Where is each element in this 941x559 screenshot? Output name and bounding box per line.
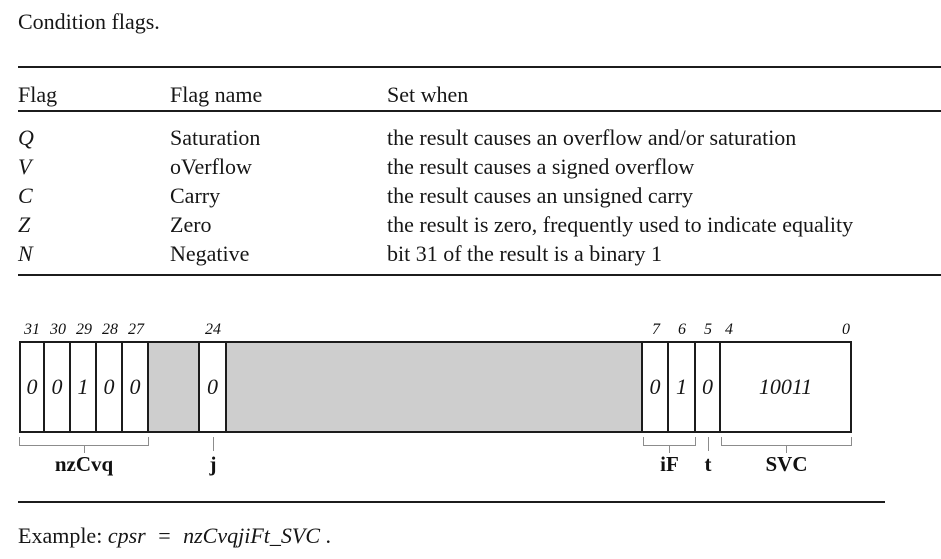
example-period: . — [325, 523, 332, 548]
bit-cell-24: 0 — [200, 343, 227, 431]
cpsr-register-diagram: 0 0 1 0 0 0 0 1 0 10011 — [19, 341, 852, 433]
header-flag: Flag — [18, 82, 58, 107]
example-lhs: cpsr — [107, 523, 146, 548]
field-label-svc: SVC — [765, 452, 808, 476]
bracket-if — [643, 437, 696, 446]
bit-number-31: 31 — [24, 321, 40, 338]
flag-set-when: the result causes an overflow and/or sat… — [387, 125, 797, 150]
flag-letter: C — [18, 183, 33, 208]
reserved-field — [149, 343, 200, 431]
example-rhs: nzCvqjiFt_SVC — [183, 523, 321, 548]
bit-cell-28: 0 — [97, 343, 123, 431]
bit-number-4: 4 — [725, 321, 733, 338]
table-bottom-rule — [18, 274, 941, 276]
bracket-svc — [721, 437, 852, 446]
mode-field-cell: 10011 — [758, 374, 813, 399]
bit-number-28: 28 — [102, 321, 118, 338]
example-prefix: Example: — [18, 523, 103, 548]
bit-number-7: 7 — [652, 321, 660, 338]
bit-cell-7: 0 — [643, 343, 669, 431]
bit-number-29: 29 — [76, 321, 92, 338]
bracket-stem — [669, 446, 670, 453]
flag-letter: N — [18, 241, 33, 266]
bracket-stem — [786, 446, 787, 453]
example-line: Example: cpsr = nzCvqjiFt_SVC . — [18, 522, 331, 550]
caption-condition-flags: Condition flags. — [18, 9, 160, 34]
field-label-j: j — [209, 452, 217, 476]
tick-t — [708, 437, 709, 451]
bit-cell-27: 0 — [123, 343, 149, 431]
bit-cell-5: 0 — [696, 343, 721, 431]
flag-name: oVerflow — [170, 154, 252, 179]
bit-number-30: 30 — [50, 321, 66, 338]
bit-number-27: 27 — [128, 321, 144, 338]
bracket-nzcvq — [19, 437, 149, 446]
flag-name: Saturation — [170, 125, 261, 150]
bit-number-24: 24 — [205, 321, 221, 338]
flag-set-when: the result causes an unsigned carry — [387, 183, 694, 208]
bit-cell-30: 0 — [45, 343, 71, 431]
bit-cell-29: 1 — [71, 343, 97, 431]
field-label-t: t — [704, 452, 712, 476]
flag-letter: V — [18, 154, 32, 179]
flag-name: Zero — [170, 212, 212, 237]
header-set-when: Set when — [387, 82, 469, 107]
flag-letter: Z — [18, 212, 31, 237]
field-label-nzcvq: nzCvq — [54, 452, 114, 476]
reserved-field — [227, 343, 643, 431]
field-label-if: iF — [660, 452, 679, 476]
flag-name: Carry — [170, 183, 221, 208]
table-top-rule — [18, 66, 941, 68]
bit-cell-31: 0 — [21, 343, 45, 431]
flag-set-when: bit 31 of the result is a binary 1 — [387, 241, 662, 266]
bit-cell-6: 1 — [669, 343, 696, 431]
bracket-stem — [84, 446, 85, 453]
flag-letter: Q — [18, 125, 34, 150]
bit-number-0: 0 — [842, 321, 850, 338]
header-flag-name: Flag name — [170, 82, 263, 107]
flag-set-when: the result is zero, frequently used to i… — [387, 212, 854, 237]
flag-name: Negative — [170, 241, 250, 266]
flag-set-when: the result causes a signed overflow — [387, 154, 695, 179]
example-divider-rule — [18, 501, 885, 503]
tick-j — [213, 437, 214, 451]
bit-number-6: 6 — [678, 321, 686, 338]
table-header-rule — [18, 110, 941, 112]
bit-number-5: 5 — [704, 321, 712, 338]
equals-sign: = — [158, 523, 171, 548]
